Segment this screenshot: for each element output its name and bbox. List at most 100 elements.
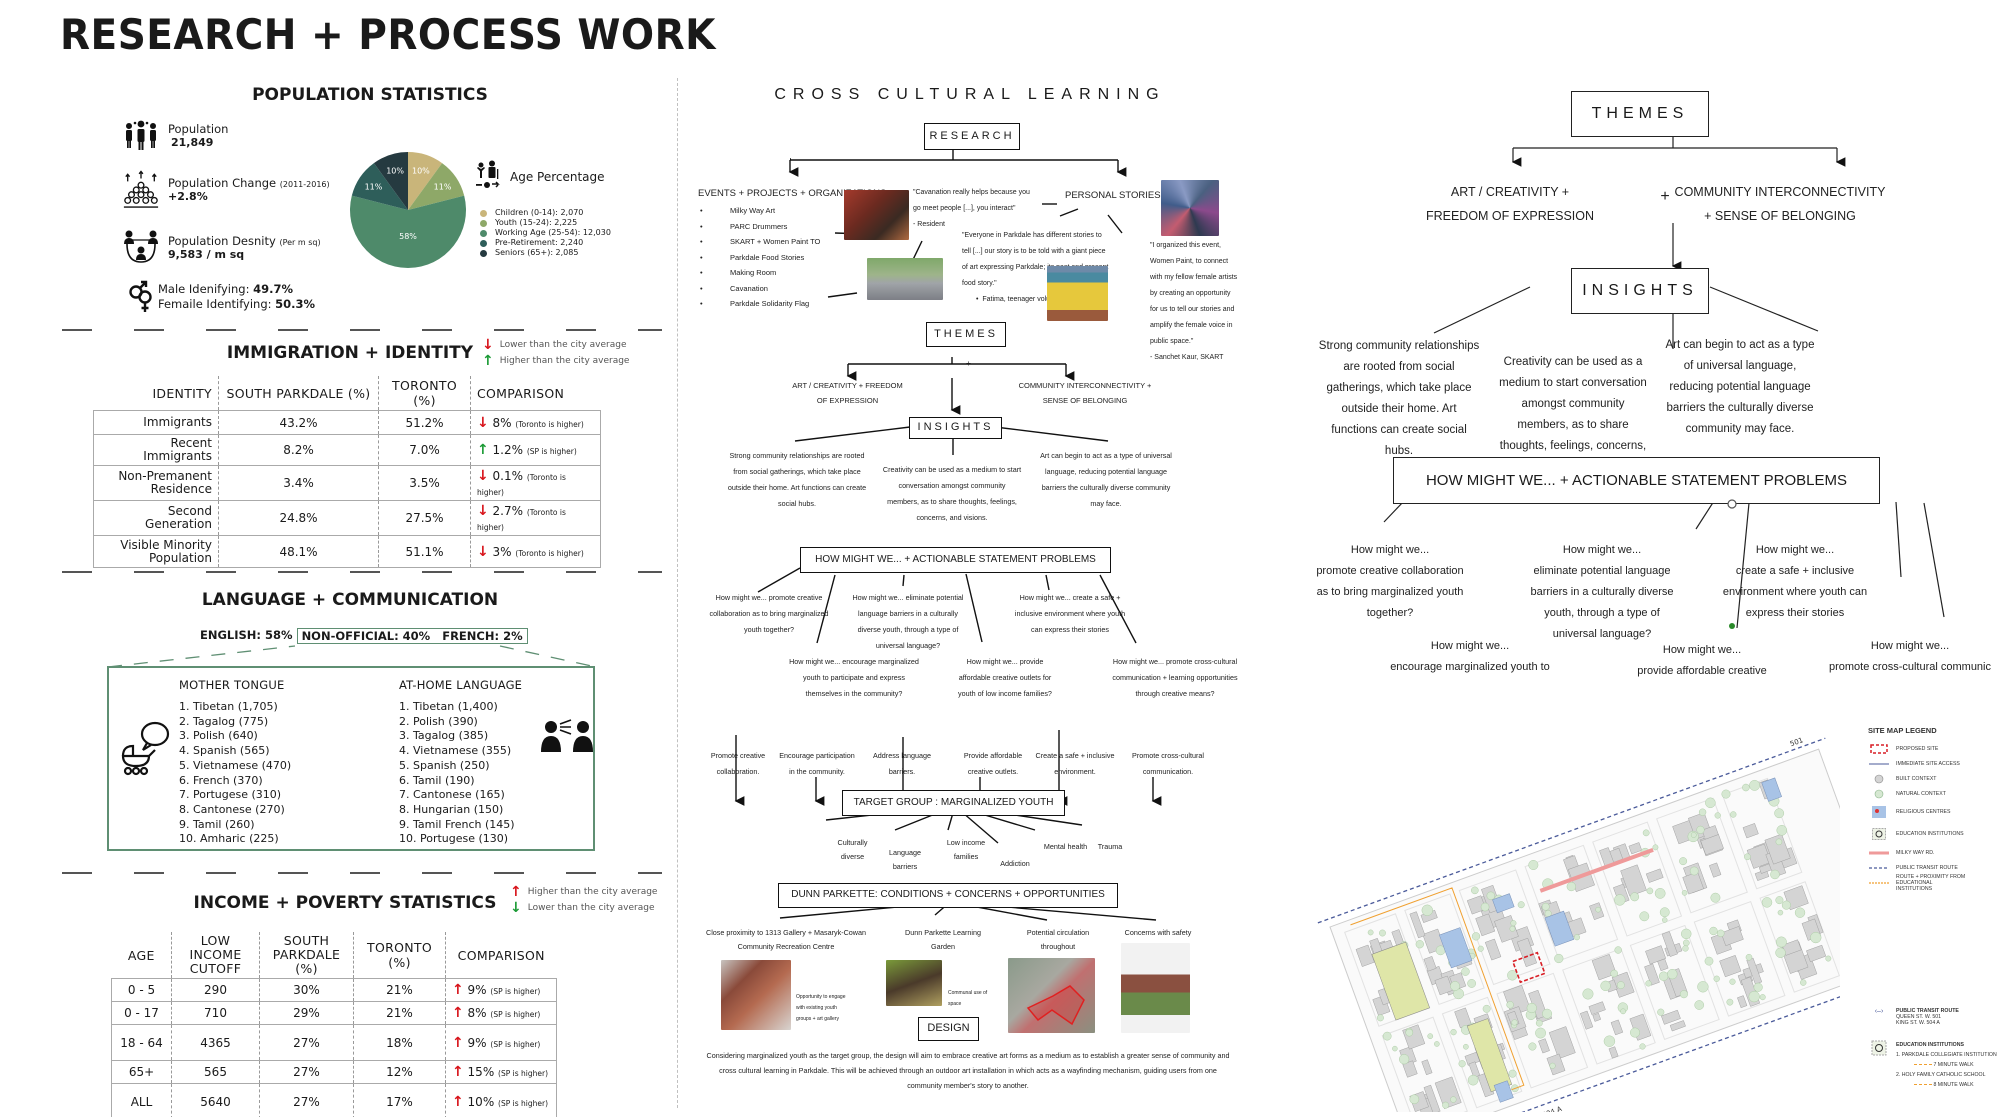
stat-gender: Male Idenifying: 49.7% Femaile Identifyi…: [128, 280, 315, 314]
female-label: Femaile Identifying:: [158, 297, 272, 311]
safety-news-photo: [1121, 943, 1190, 1033]
legend-item: PROPOSED SITE: [1868, 741, 1966, 756]
cutoff-cell: 5640: [171, 1083, 260, 1117]
milky-way-swatch: [1868, 851, 1890, 855]
building: [1719, 955, 1742, 978]
ccl-action-item: Address language barriers.: [873, 751, 931, 776]
arrow-up-icon: ↑: [452, 1005, 464, 1021]
site-access-swatch: [1868, 762, 1890, 766]
population-density-note: (Per m sq): [279, 237, 321, 247]
pie-label-4: 10%: [386, 166, 404, 175]
legend-label: PUBLIC TRANSIT ROUTE: [1896, 864, 1958, 871]
building: [1608, 1046, 1619, 1059]
building: [1423, 1084, 1441, 1112]
tree: [1742, 783, 1750, 792]
section-divider: [62, 329, 662, 331]
pie-slice-0: [408, 152, 443, 210]
language-item: 4. Spanish (565): [179, 744, 270, 758]
legend-swatch: [480, 249, 487, 257]
tree: [1696, 825, 1705, 834]
comparison-cell: ↑ 15% (SP is higher): [445, 1060, 557, 1084]
legend-item: Working Age (25-54): 12,030: [480, 228, 611, 238]
comparison-cell: ↓ 0.1% (Toronto is higher): [470, 465, 601, 501]
age-pie-chart: 10%11%58%11%10%: [350, 152, 466, 268]
building: [1661, 931, 1678, 957]
col-toronto: TORONTO (%): [353, 932, 446, 979]
building: [1592, 1012, 1602, 1022]
tree: [1549, 1062, 1556, 1069]
tree: [1697, 981, 1709, 993]
quote-fatima-author: Fatima, teenager volunteer: [982, 296, 1067, 303]
building: [1720, 926, 1744, 947]
english-share: ENGLISH: 58%: [200, 628, 293, 642]
tree: [1450, 981, 1460, 991]
comparison-note: (SP is higher): [490, 1039, 541, 1049]
target-trait: Mental health: [1043, 842, 1088, 851]
bullet: •: [700, 299, 703, 308]
education-icon: [1868, 828, 1890, 840]
building: [1682, 871, 1704, 895]
legend-item: EDUCATION INSTITUTIONS: [1868, 823, 1966, 845]
event-item: •Parkdale Solidarity Flag: [700, 296, 820, 312]
city-block: [1693, 900, 1786, 1017]
ccl-action-item: Promote cross-cultural communication.: [1132, 751, 1204, 776]
hmw-connector-markers: [1727, 499, 1737, 629]
south-parkdale-cell: 24.8%: [218, 500, 379, 536]
tree: [1510, 920, 1517, 927]
tree: [1486, 891, 1495, 900]
building: [1591, 954, 1617, 981]
tree: [1770, 869, 1780, 880]
tree: [1630, 892, 1640, 902]
tree: [1541, 902, 1550, 911]
age-cell: 18 - 64: [111, 1024, 172, 1061]
theme-2: COMMUNITY INTERCONNECTIVITY + SENSE OF B…: [1630, 180, 1930, 228]
quote-resident-author: - Resident: [913, 221, 945, 228]
population-label: Population: [168, 121, 229, 136]
ccl-insight-3: Art can begin to act as a type of univer…: [1040, 451, 1172, 508]
tree: [1614, 894, 1626, 906]
design-description: Considering marginalized youth as the ta…: [706, 1051, 1230, 1090]
city-block: [1629, 924, 1720, 1040]
religious-centre: [1544, 910, 1575, 947]
quote-fatima: "Everyone in Parkdale has different stor…: [962, 228, 1112, 308]
legend-item: Seniors (65+): 2,085: [480, 248, 611, 258]
stat-population-change: Population Change (2011-2016) +2.8%: [122, 170, 330, 208]
tree: [1775, 947, 1786, 958]
tree: [1745, 953, 1753, 961]
tree: [1463, 1043, 1469, 1050]
age-cell: ALL: [111, 1083, 172, 1117]
pie-slice-2: [350, 195, 466, 268]
community-centre-photo: [721, 960, 791, 1030]
theme-2-line-1: COMMUNITY INTERCONNECTIVITY: [1674, 185, 1886, 199]
language-item: 3. Tagalog (385): [399, 729, 489, 743]
col-age: AGE: [127, 947, 155, 963]
tree: [1681, 928, 1692, 940]
legend-label: MILKY WAY RD.: [1896, 849, 1935, 856]
income-table: AGE LOW INCOME CUTOFF SOUTH PARKDALE (%)…: [111, 932, 557, 1117]
south-parkdale-cell: 8.2%: [218, 434, 379, 466]
stat-population: Population 21,849: [122, 118, 330, 152]
quote-resident: "Cavanation really helps because you go …: [913, 185, 1038, 233]
tree: [1645, 980, 1652, 987]
ccl-insight-2: Creativity can be used as a medium to st…: [882, 465, 1022, 522]
tree: [1662, 917, 1668, 923]
tree: [1667, 969, 1678, 980]
tree: [1729, 978, 1736, 985]
hmw-item: How might we... eliminate potential lang…: [1530, 544, 1674, 640]
religious-centre: [1492, 893, 1515, 914]
tree: [1774, 808, 1785, 819]
site-map-legend-secondary: ‹–› PUBLIC TRANSIT ROUTE QUEEN ST. W. 50…: [1868, 1008, 1997, 1100]
arrow-down-icon: ↓: [477, 543, 489, 560]
tree: [1694, 1000, 1705, 1010]
proposed-site-swatch: [1868, 743, 1890, 754]
building: [1484, 938, 1502, 961]
arrow-up-icon: ↑: [510, 884, 522, 900]
tree: [1800, 979, 1807, 986]
tree: [1659, 907, 1670, 918]
dunn-parkette-box: DUNN PARKETTE: CONDITIONS + CONCERNS + O…: [778, 883, 1118, 908]
